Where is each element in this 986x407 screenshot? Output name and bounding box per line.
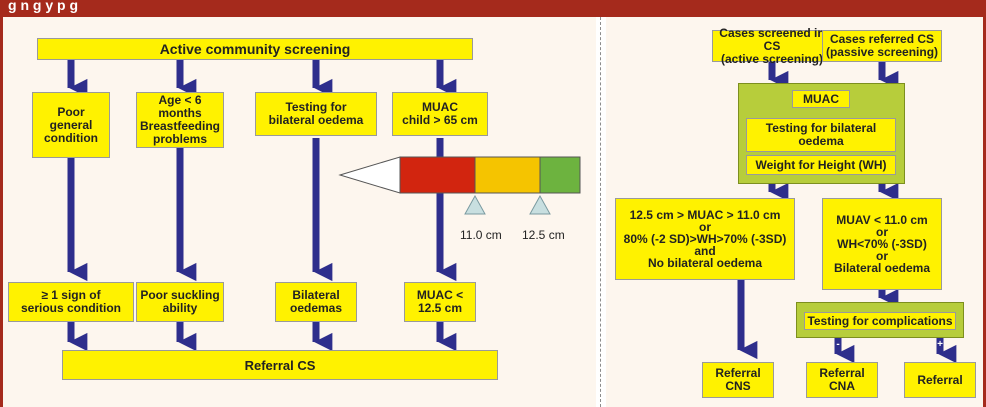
- criteria-left-box: 12.5 cm > MUAC > 11.0 cm or 80% (-2 SD)>…: [615, 198, 795, 280]
- panel-divider: [600, 17, 601, 407]
- oedema-test-right-box: Testing for bilateral oedema: [746, 118, 896, 152]
- referral-cs-box: Referral CS: [62, 350, 498, 380]
- referral-box: Referral: [904, 362, 976, 398]
- bilateral-oedemas-box: Bilateral oedemas: [275, 282, 357, 322]
- figure-title: g n g y p g: [8, 0, 78, 13]
- muac-tape-green: [539, 156, 581, 194]
- figure-title-bar: g n g y p g: [0, 0, 986, 17]
- muac-box: MUAC: [792, 90, 850, 108]
- muac-tick-11: 11.0 cm: [460, 228, 502, 242]
- muac-under-box: MUAC < 12.5 cm: [404, 282, 476, 322]
- muac-marker-1: [464, 194, 486, 215]
- oedema-test-box: Testing for bilateral oedema: [255, 92, 377, 136]
- muac-tape: [338, 156, 581, 194]
- screened-box: Cases screened in CS (active screening): [712, 26, 832, 65]
- minus-sign: -: [836, 339, 840, 350]
- poor-suckling-box: Poor suckling ability: [136, 282, 224, 322]
- referral-cns-box: Referral CNS: [702, 362, 774, 398]
- muac-tape-red: [399, 156, 476, 194]
- muac-child-box: MUAC child > 65 cm: [392, 92, 488, 136]
- referred-box: Cases referred CS (passive screening): [822, 30, 942, 62]
- active-screening-box: Active community screening: [37, 38, 473, 60]
- muac-tick-12-5: 12.5 cm: [522, 228, 565, 242]
- criteria-right-box: MUAV < 11.0 cm or WH<70% (-3SD) or Bilat…: [822, 198, 942, 290]
- left-panel: [0, 17, 596, 407]
- muac-marker-2: [529, 194, 551, 215]
- serious-condition-box: ≥ 1 sign of serious condition: [8, 282, 134, 322]
- muac-tape-yellow: [474, 156, 541, 194]
- age-breastfeeding-box: Age < 6 months Breastfeeding problems: [136, 92, 224, 148]
- plus-sign: +: [937, 339, 943, 350]
- referral-cna-box: Referral CNA: [806, 362, 878, 398]
- complications-box: Testing for complications: [804, 312, 956, 330]
- poor-condition-box: Poor general condition: [32, 92, 110, 158]
- wh-box: Weight for Height (WH): [746, 155, 896, 175]
- muac-tape-tip: [338, 156, 401, 194]
